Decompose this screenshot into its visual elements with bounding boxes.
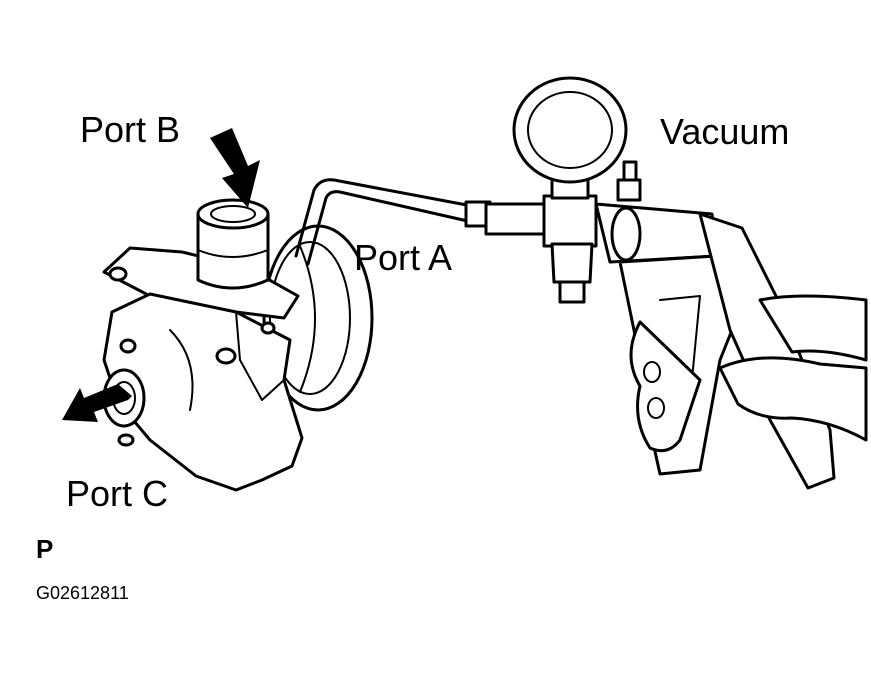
port-c-arrow [62,384,132,422]
figure-code: G02612811 [36,583,129,603]
view-letter: P [36,534,54,564]
port-c-label: Port C [66,473,169,514]
vacuum-label: Vacuum [660,111,790,152]
operator-hand [629,294,868,453]
vacuum-gauge [484,76,642,304]
pump-body [102,246,304,492]
port-a-label: Port A [354,237,453,278]
port-b-label: Port B [80,109,181,150]
port-b-arrow [210,128,260,208]
port-a-hose [294,178,492,266]
port-b-fitting [196,198,270,290]
